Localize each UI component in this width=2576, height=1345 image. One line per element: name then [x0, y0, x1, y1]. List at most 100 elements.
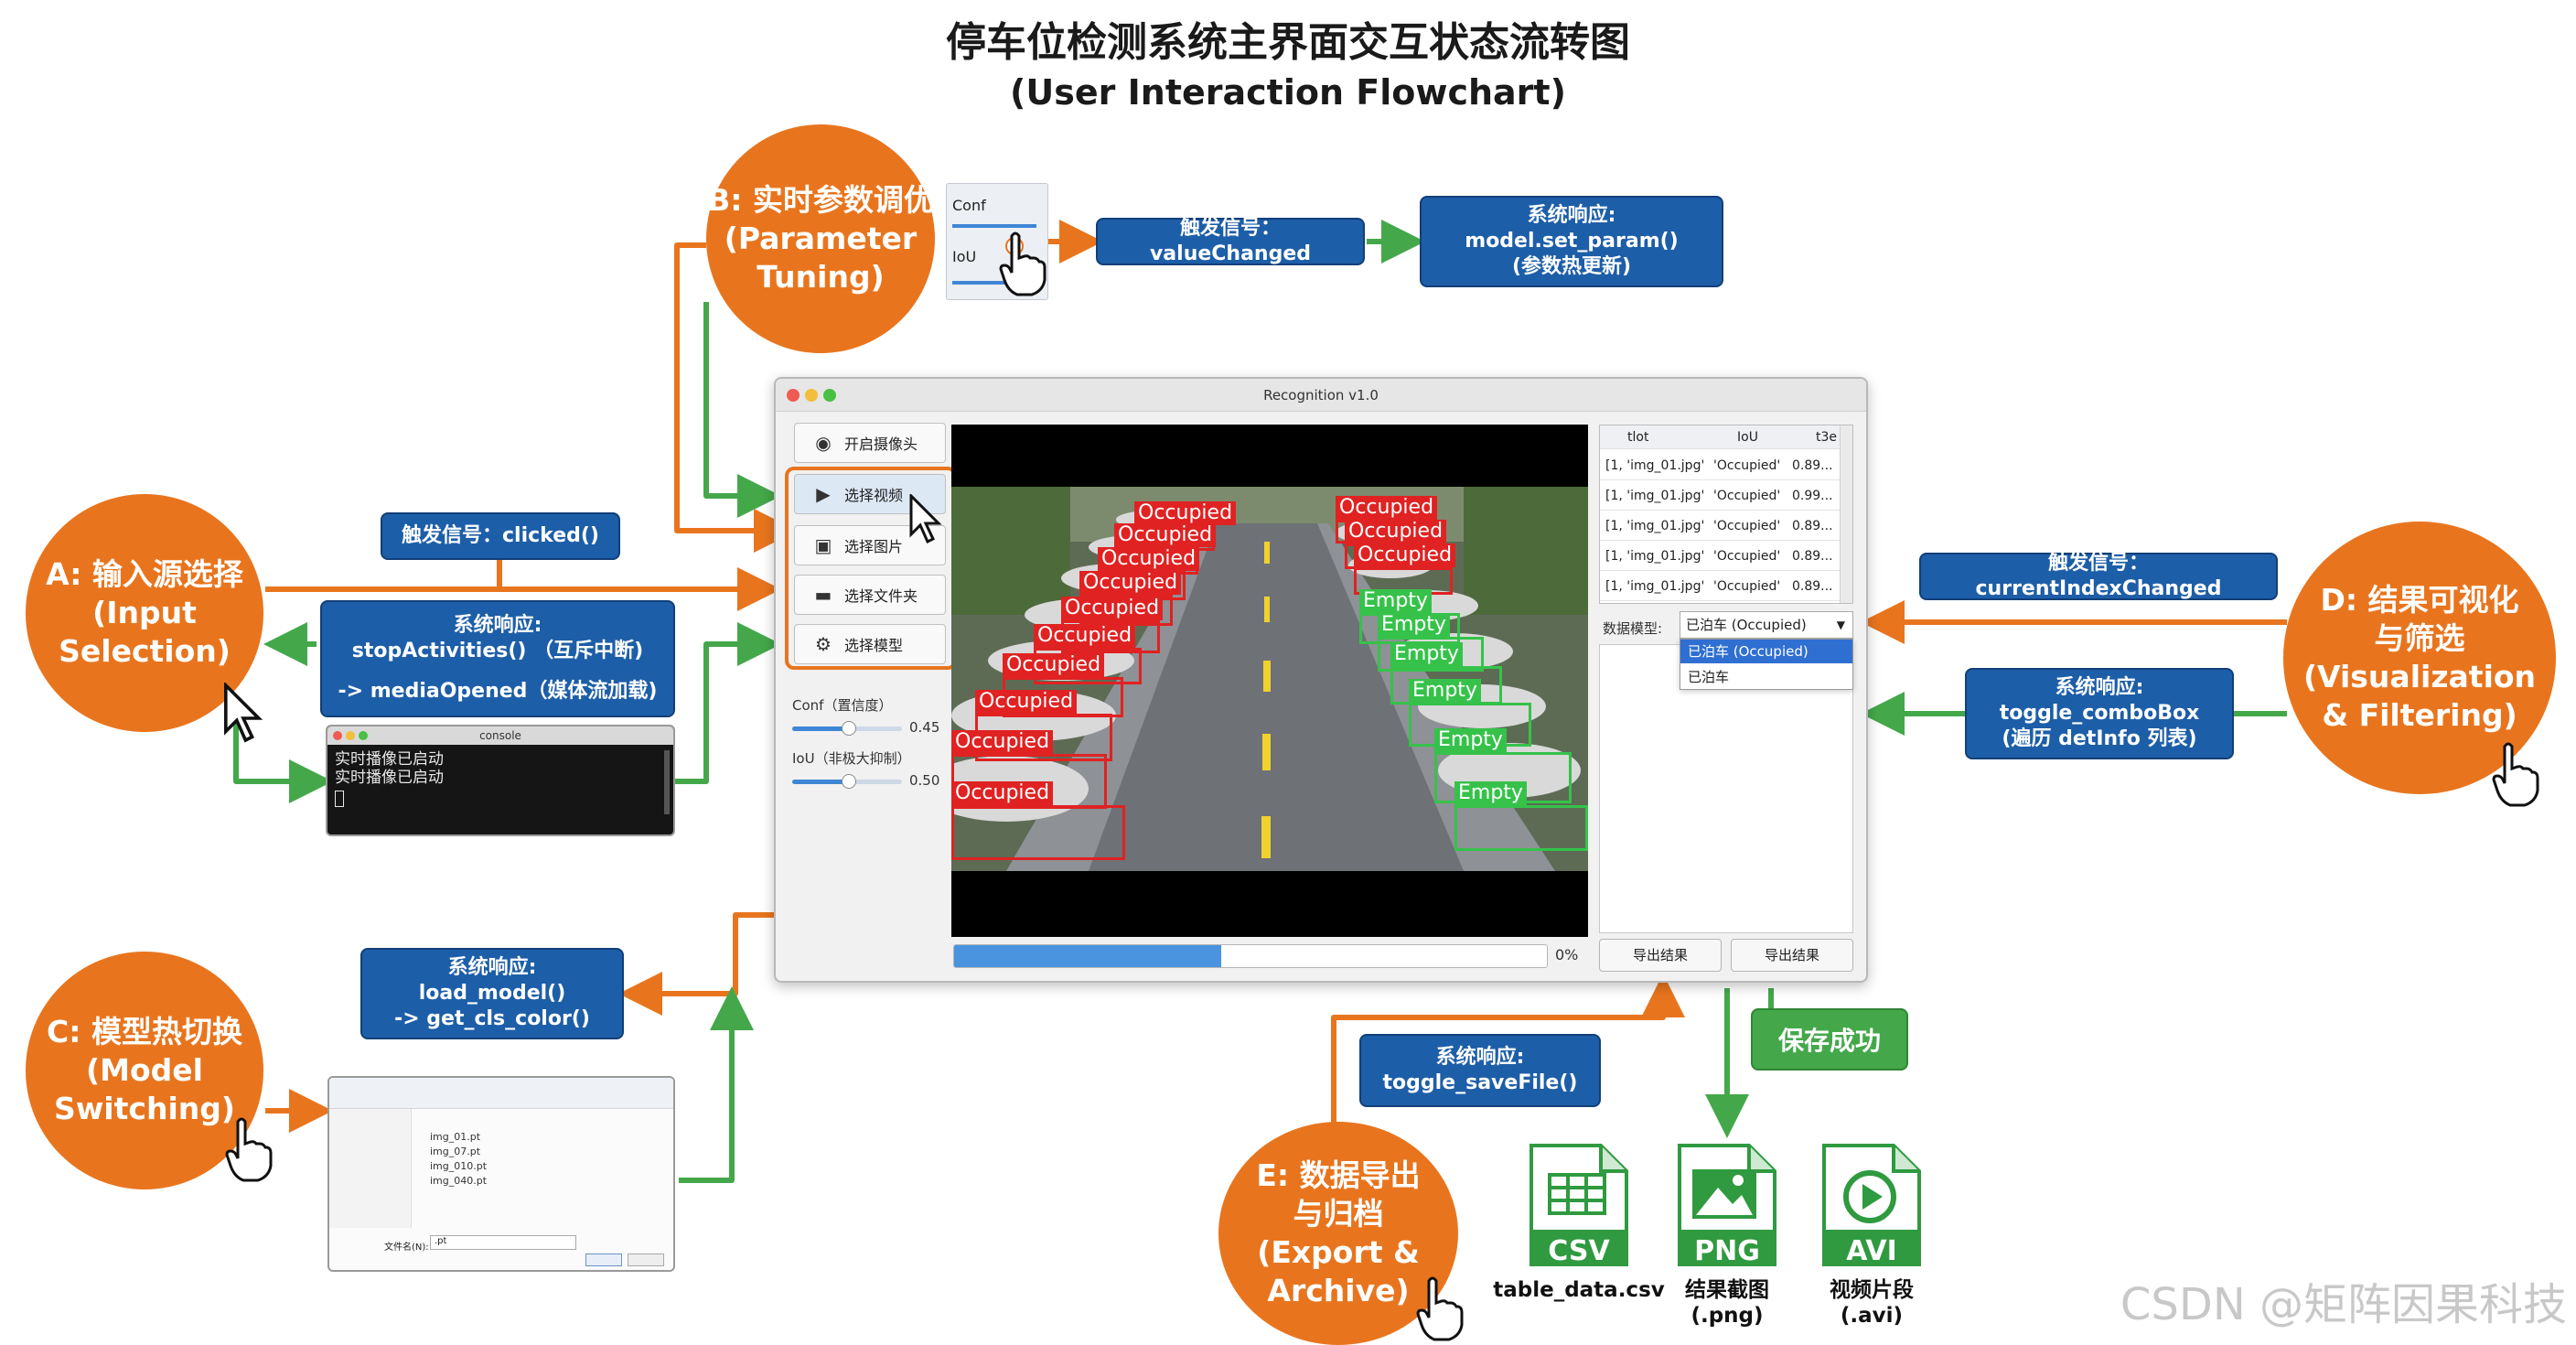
node-b-line-1: B: 实时参数调优: [707, 182, 934, 218]
node-d-line-1: D: 结果可视化: [2320, 582, 2519, 618]
model-file-item[interactable]: img_07.pt: [430, 1146, 481, 1157]
occupied-label: Occupied: [1114, 523, 1217, 547]
arrow-window-to-c-response: [618, 912, 778, 1016]
gear-icon: ⚙: [815, 633, 832, 655]
conf-value: 0.45: [909, 719, 940, 736]
c-response-line-3: -> get_cls_color(): [394, 1007, 590, 1030]
mini-conf-track[interactable]: [952, 224, 1036, 228]
conf-slider[interactable]: [792, 721, 902, 736]
table-row[interactable]: [1, 'img_01.jpg''Occupied'0.89...: [1600, 451, 1841, 480]
console-scrollbar[interactable]: [664, 750, 670, 814]
csv-file-icon: [1530, 1144, 1628, 1266]
iou-slider[interactable]: [792, 774, 902, 789]
occupied-label: Occupied: [951, 730, 1054, 754]
progress-bar: 45%: [953, 944, 1548, 968]
table-row[interactable]: [1, 'img_01.jpg''Occupied'0.89...: [1600, 542, 1841, 571]
recognition-window: Recognition v1.0 ◉ 开启摄像头 ▶ 选择视频 ▣ 选择图片 ▬…: [774, 377, 1868, 983]
avi-caption-line-1: 视频片段: [1830, 1278, 1914, 1302]
dialog-nav-pane: [329, 1109, 412, 1228]
webcam-icon: ◉: [815, 432, 832, 454]
table-cell: 0.99...: [1792, 489, 1833, 503]
node-c-line-2: (Model: [86, 1052, 203, 1088]
png-caption-line-2: (.png): [1690, 1304, 1764, 1328]
table-row[interactable]: [1, 'img_01.jpg''Occupied'0.89...: [1600, 511, 1841, 541]
node-b-line-2: (Parameter: [724, 221, 918, 256]
model-file-item[interactable]: img_040.pt: [430, 1175, 488, 1187]
filter-option-parked[interactable]: 已泊车: [1688, 669, 1730, 685]
empty-label: Empty: [1378, 613, 1450, 637]
mini-iou-label: IoU: [952, 248, 977, 265]
file-open-dialog: img_01.pt img_07.pt img_010.pt img_040.p…: [327, 1076, 675, 1272]
a-trigger-box: 触发信号：clicked(): [381, 512, 620, 560]
node-e-line-3: (Export &: [1257, 1234, 1420, 1270]
iou-slider-knob[interactable]: [842, 774, 856, 789]
table-scrollbar[interactable]: [1840, 425, 1852, 603]
minimize-dot-icon[interactable]: [805, 389, 818, 402]
occupied-label: Occupied: [1354, 543, 1456, 567]
minimize-dot-icon[interactable]: [346, 731, 355, 740]
table-header-cell: tlot: [1627, 430, 1649, 445]
model-file-item[interactable]: img_01.pt: [430, 1131, 481, 1143]
conf-slider-fill: [792, 726, 849, 731]
filter-combobox[interactable]: 已泊车 (Occupied) ▼: [1680, 611, 1853, 639]
table-row[interactable]: [1, 'img_01.jpg''Occupied'0.89...: [1600, 572, 1841, 601]
cancel-button[interactable]: [628, 1254, 664, 1266]
e-response-line-2: toggle_saveFile(): [1382, 1071, 1578, 1094]
a-response-box: 系统响应: stopActivities() （互斥中断) -> mediaOp…: [320, 600, 675, 717]
conf-slider-knob[interactable]: [842, 721, 856, 736]
open-button[interactable]: [585, 1254, 622, 1266]
occupied-label: Occupied: [1134, 501, 1237, 525]
mini-iou-track[interactable]: [952, 281, 1036, 285]
occupied-label: Occupied: [1336, 496, 1438, 520]
select-image-button[interactable]: ▣ 选择图片: [794, 525, 946, 565]
conf-label: Conf（置信度）: [792, 697, 893, 714]
folder-icon: ▬: [814, 584, 832, 606]
maximize-dot-icon[interactable]: [359, 731, 368, 740]
filename-input[interactable]: .pt: [430, 1235, 576, 1250]
arrow-b-green-to-window: [703, 302, 781, 518]
export-results-button-1[interactable]: 导出结果: [1599, 939, 1722, 972]
model-file-item[interactable]: img_010.pt: [430, 1160, 488, 1172]
select-folder-button[interactable]: ▬ 选择文件夹: [794, 575, 946, 615]
diagram-title: 停车位检测系统主界面交互状态流转图 (User Interaction Flow…: [0, 16, 2576, 115]
table-header: tlot IoU t3e: [1600, 425, 1841, 449]
filename-label: 文件名(N):: [384, 1243, 429, 1253]
hand-cursor-icon: [2492, 742, 2539, 807]
d-response-line-3: (遍历 detInfo 列表): [2002, 727, 2197, 750]
png-badge: PNG: [1694, 1235, 1760, 1267]
table-row[interactable]: [1, 'img_01.jpg''Occupied'0.99...: [1600, 481, 1841, 511]
console-title: console: [479, 729, 521, 742]
select-model-button[interactable]: ⚙ 选择模型: [794, 624, 946, 664]
image-icon: ▣: [814, 534, 832, 556]
b-response-line-2: model.set_param(): [1465, 230, 1679, 253]
iou-value: 0.50: [909, 772, 940, 789]
filter-option-occupied[interactable]: 已泊车 (Occupied): [1680, 640, 1852, 663]
close-dot-icon[interactable]: [787, 389, 800, 402]
video-icon: ▶: [816, 483, 831, 505]
table-cell: 'Occupied': [1713, 519, 1781, 533]
avi-file-icon: [1822, 1144, 1921, 1266]
open-camera-button[interactable]: ◉ 开启摄像头: [794, 423, 946, 463]
d-response-line-2: toggle_comboBox: [1999, 702, 2200, 725]
c-response-line-1: 系统响应:: [447, 956, 537, 979]
occupied-label: Occupied: [1061, 597, 1164, 620]
a-response-line-2: stopActivities() （互斥中断): [351, 640, 644, 662]
a-response-line-4: -> mediaOpened（媒体流加载): [338, 680, 658, 703]
b-trigger-text: 触发信号：valueChanged: [1149, 217, 1312, 265]
filter-combobox-value: 已泊车 (Occupied): [1686, 617, 1807, 633]
close-dot-icon[interactable]: [333, 731, 342, 740]
node-c-model-switching: C: 模型热切换 (Model Switching): [26, 952, 263, 1189]
dialog-toolbar: [329, 1078, 673, 1109]
table-cell: 0.89...: [1792, 579, 1833, 594]
maximize-dot-icon[interactable]: [823, 389, 836, 402]
arrow-b-to-sidebar: [674, 242, 798, 553]
hand-cursor-icon: [999, 231, 1046, 296]
detail-panel: [1599, 644, 1853, 933]
node-e-line-2: 与归档: [1293, 1196, 1384, 1232]
export-results-button-2[interactable]: 导出结果: [1731, 939, 1853, 972]
avi-caption-line-2: (.avi): [1840, 1304, 1904, 1328]
d-trigger-box: 触发信号：currentIndexChanged: [1919, 552, 2278, 600]
e-response-box: 系统响应: toggle_saveFile(): [1359, 1034, 1601, 1107]
arrow-dialog-to-window: [679, 986, 754, 1183]
console-cursor: [335, 791, 344, 807]
